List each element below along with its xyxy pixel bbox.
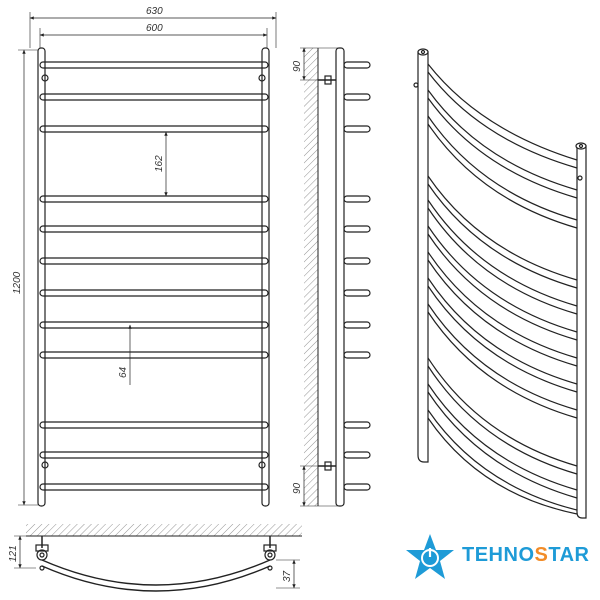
perspective-rungs bbox=[427, 63, 578, 515]
perspective-view bbox=[413, 48, 587, 519]
dimension-630: 630 bbox=[29, 6, 277, 48]
side-view: 90 90 bbox=[292, 47, 371, 507]
dim-121-label: 121 bbox=[8, 545, 19, 562]
brand-name-part1: TEHNO bbox=[462, 544, 535, 566]
dimension-162: 162 bbox=[154, 131, 168, 197]
dimension-90-top: 90 bbox=[292, 47, 340, 81]
dimension-64: 64 bbox=[118, 324, 132, 385]
dimension-1200: 1200 bbox=[12, 49, 38, 506]
dim-90-top-label: 90 bbox=[292, 60, 303, 72]
tehnostar-logo: TEHNOSTAR bbox=[404, 532, 594, 582]
star-power-icon bbox=[406, 534, 454, 579]
brand-name-part2: S bbox=[534, 544, 549, 566]
front-rungs bbox=[39, 61, 269, 491]
dim-37-label: 37 bbox=[282, 570, 293, 582]
dim-64-label: 64 bbox=[118, 366, 129, 378]
dimension-121: 121 bbox=[8, 535, 36, 569]
front-view: 630 600 1200 bbox=[12, 6, 277, 507]
dim-1200-label: 1200 bbox=[12, 271, 23, 294]
side-rung-stubs bbox=[343, 61, 371, 491]
dim-90-bottom-label: 90 bbox=[292, 482, 303, 494]
dim-162-label: 162 bbox=[154, 155, 165, 172]
dimension-90-bottom: 90 bbox=[292, 465, 340, 507]
brand-name-part3: TAR bbox=[548, 544, 590, 566]
brand-name: TEHNOSTAR bbox=[462, 544, 589, 567]
dimension-600: 600 bbox=[39, 23, 268, 48]
dim-600-label: 600 bbox=[146, 23, 163, 34]
top-view: 121 37 bbox=[8, 524, 302, 592]
dim-630-label: 630 bbox=[146, 6, 163, 17]
dimension-37: 37 bbox=[276, 559, 300, 589]
